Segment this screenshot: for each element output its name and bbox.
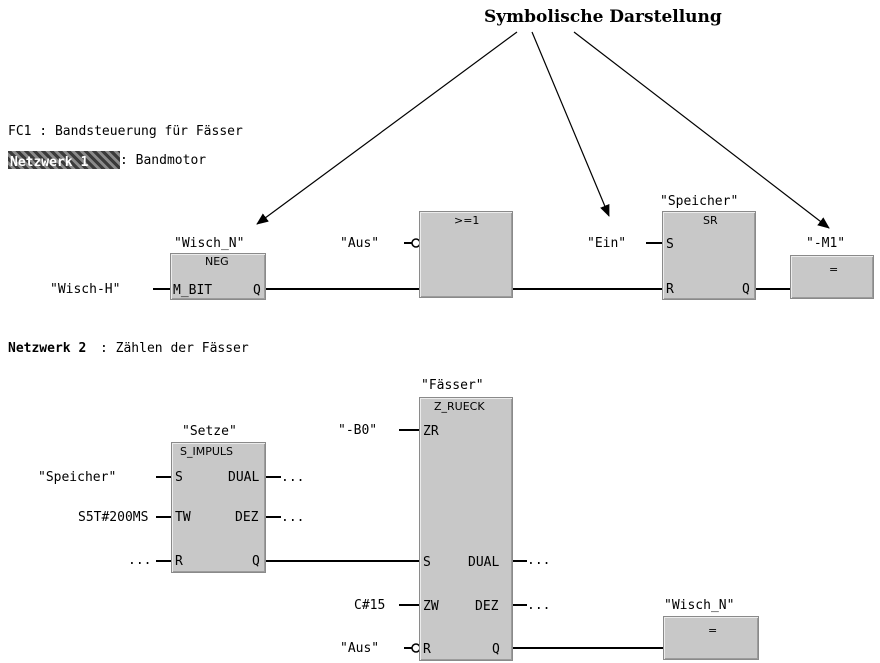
or-gate-block[interactable]: >=1 — [419, 211, 513, 298]
sr-symbol: "Speicher" — [660, 194, 739, 209]
network-1-number: Netzwerk 1 — [10, 155, 89, 170]
impuls-pin-r: R — [175, 554, 183, 569]
neg-symbol: "Wisch_N" — [174, 236, 245, 251]
impuls-type: S_IMPULS — [180, 445, 234, 458]
network-2-comment: : Zählen der Fässer — [100, 341, 249, 356]
diagram-title: Symbolische Darstellung — [484, 7, 722, 27]
impuls-dual-value: ... — [281, 470, 305, 485]
counter-r-value: "Aus" — [340, 641, 380, 656]
sr-s-value: "Ein" — [587, 236, 627, 251]
counter-pin-s: S — [423, 555, 431, 570]
network-1-label-highlight: Netzwerk 1 — [8, 151, 120, 170]
coil-wisch-symbol: "Wisch_N" — [664, 598, 735, 613]
neg-pin-out: Q — [253, 283, 261, 298]
neg-pin-in: M_BIT — [173, 283, 213, 298]
impuls-pin-tw: TW — [175, 510, 191, 525]
impuls-dez-value: ... — [281, 510, 305, 525]
arrow-to-coil — [573, 31, 830, 229]
counter-type: Z_RUECK — [434, 400, 485, 413]
arrow-to-ein — [531, 31, 610, 217]
impuls-pin-q: Q — [252, 554, 260, 569]
counter-pin-dual: DUAL — [468, 555, 500, 570]
network-1-comment: : Bandmotor — [120, 153, 207, 168]
block-header: FC1 : Bandsteuerung für Fässer — [8, 124, 243, 139]
neg-block[interactable]: NEG M_BIT Q — [170, 253, 266, 300]
network-2-number: Netzwerk 2 — [8, 341, 87, 356]
coil-wisch[interactable]: = — [663, 616, 759, 660]
impuls-symbol: "Setze" — [182, 424, 237, 439]
impuls-tw-value: S5T#200MS — [78, 510, 149, 525]
or-gate-type: >=1 — [454, 214, 480, 227]
sr-type: SR — [703, 214, 718, 227]
sr-pin-r: R — [666, 282, 674, 297]
counter-dual-value: ... — [527, 553, 551, 568]
counter-zw-value: C#15 — [354, 598, 386, 613]
coil-m1-symbol: "-M1" — [806, 236, 846, 251]
coil-wisch-type: = — [708, 624, 718, 637]
sr-block[interactable]: SR S R Q — [662, 211, 756, 300]
neg-input-value: "Wisch-H" — [50, 282, 121, 297]
counter-pin-zw: ZW — [423, 599, 439, 614]
coil-m1[interactable]: = — [790, 255, 874, 299]
impuls-block[interactable]: S_IMPULS S DUAL TW DEZ R Q — [171, 442, 266, 573]
counter-block[interactable]: Z_RUECK ZR S DUAL ZW DEZ R Q — [419, 397, 513, 661]
impuls-pin-s: S — [175, 470, 183, 485]
coil-m1-type: = — [829, 263, 839, 276]
counter-pin-zr: ZR — [423, 424, 439, 439]
counter-pin-dez: DEZ — [475, 599, 499, 614]
impuls-pin-dez: DEZ — [235, 510, 259, 525]
impuls-s-value: "Speicher" — [38, 470, 117, 485]
counter-dez-value: ... — [527, 598, 551, 613]
counter-zr-value: "-B0" — [338, 423, 378, 438]
counter-pin-q: Q — [492, 642, 500, 657]
sr-pin-q: Q — [742, 282, 750, 297]
impuls-r-value: ... — [128, 553, 152, 568]
arrow-to-neg — [256, 31, 518, 225]
sr-pin-s: S — [666, 237, 674, 252]
or-negated-input: "Aus" — [340, 236, 380, 251]
neg-type: NEG — [205, 255, 229, 268]
counter-symbol: "Fässer" — [421, 378, 484, 393]
impuls-pin-dual: DUAL — [228, 470, 260, 485]
counter-pin-r: R — [423, 642, 431, 657]
